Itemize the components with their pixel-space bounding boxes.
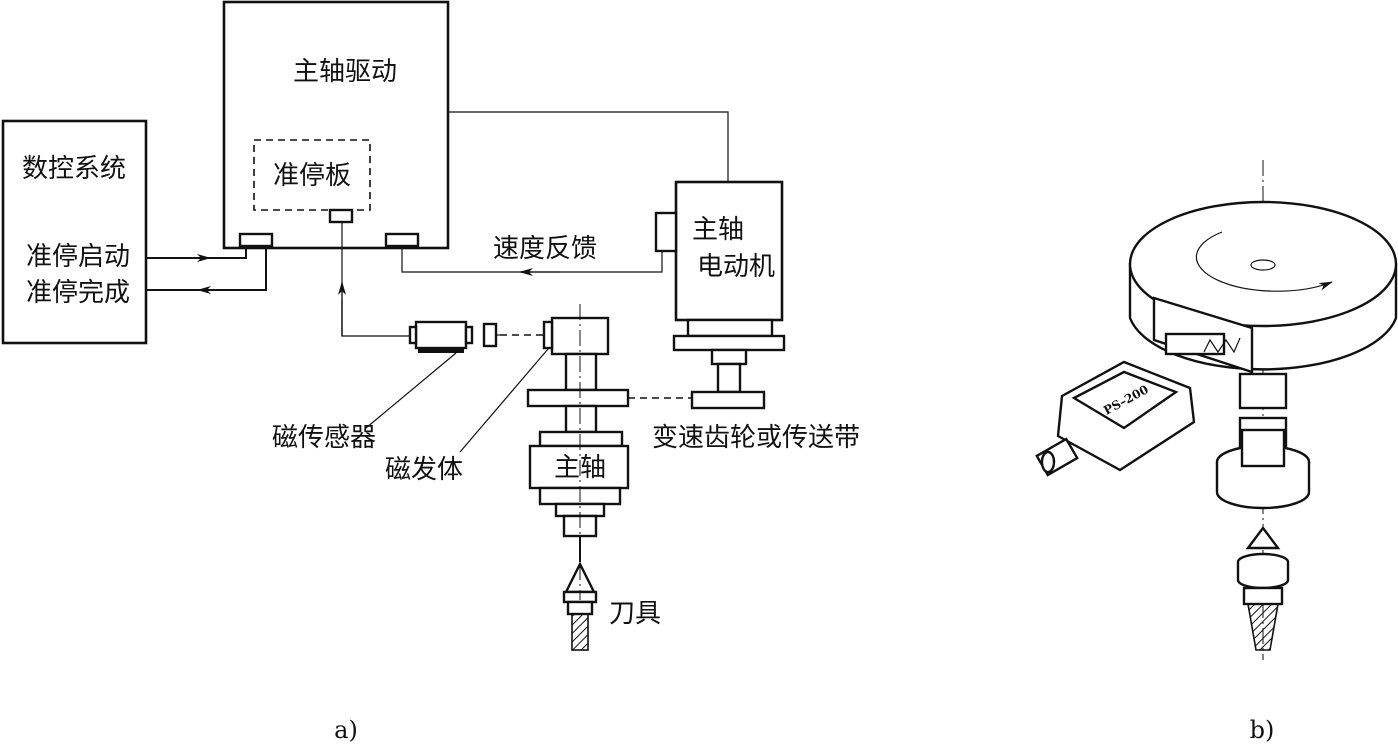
terminal-board xyxy=(328,208,354,224)
terminal-left xyxy=(238,232,274,248)
magnetic-sensor: 磁传感器 xyxy=(272,320,544,453)
orient-board-title: 准停板 xyxy=(273,161,351,191)
terminal-right xyxy=(384,232,420,248)
spindle-assembly: 主轴 刀具 xyxy=(526,304,692,651)
speed-feedback: 速度反馈 xyxy=(401,234,663,276)
gear-belt-label: 变速齿轮或传送带 xyxy=(652,423,860,453)
motor-label-1: 主轴 xyxy=(692,215,744,245)
sensor-feed xyxy=(338,222,416,337)
speed-feedback-label: 速度反馈 xyxy=(493,234,597,264)
stop-start-label: 准停启动 xyxy=(26,242,130,272)
spindle-motor: 主轴 电动机 xyxy=(654,180,786,410)
ps200-sensor: PS–200 xyxy=(1035,360,1196,477)
magnet-label: 磁发体 xyxy=(385,455,463,485)
motor-label-2: 电动机 xyxy=(697,252,775,282)
caption-a: a) xyxy=(334,716,358,744)
signal-lines xyxy=(146,111,729,294)
caption-b: b) xyxy=(1250,716,1275,744)
tool-label: 刀具 xyxy=(609,599,661,629)
diagram-a: 数控系统 准停启动 准停完成 主轴驱动 准停板 xyxy=(1,0,860,744)
spindle-shaft xyxy=(1215,372,1311,510)
spindle-drive-box: 主轴驱动 准停板 xyxy=(222,0,450,250)
spindle-disc xyxy=(1128,200,1398,374)
stop-done-label: 准停完成 xyxy=(26,278,130,308)
orient-board-outline xyxy=(253,139,371,211)
diagram-b: PS–200 b) xyxy=(1035,160,1398,744)
magnet-body: 磁发体 xyxy=(385,341,555,485)
tool-b xyxy=(1236,526,1290,651)
tach-generator xyxy=(654,211,678,253)
cnc-system-title: 数控系统 xyxy=(22,154,126,184)
spindle-drive-title: 主轴驱动 xyxy=(293,57,397,87)
magnetic-sensor-label: 磁传感器 xyxy=(272,423,376,453)
cnc-system-box: 数控系统 准停启动 准停完成 xyxy=(1,119,148,345)
